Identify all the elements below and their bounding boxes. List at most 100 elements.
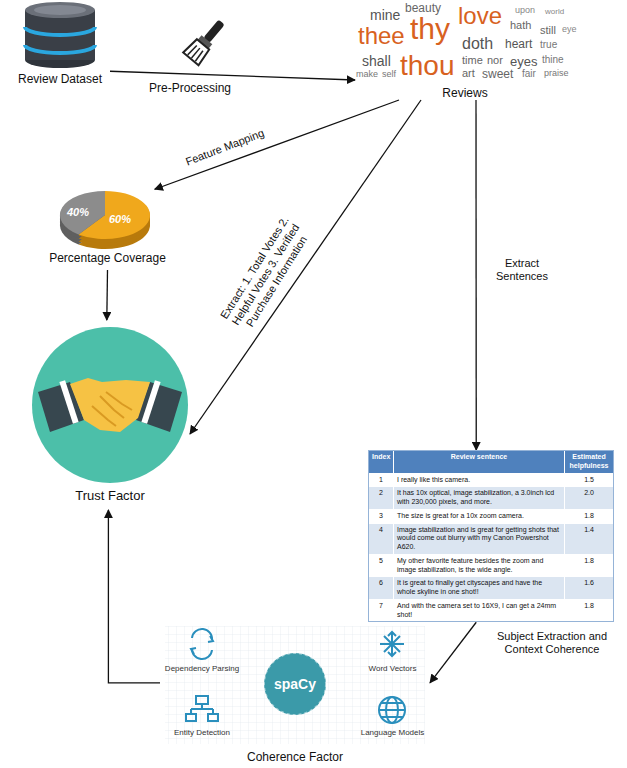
table-cell: 2	[369, 487, 393, 509]
table-cell: Image stabilization and is great for get…	[394, 524, 564, 554]
edge-label: Feature Mapping	[176, 124, 274, 172]
cloud-word: still	[540, 25, 556, 36]
panel-text: Language Models	[355, 728, 430, 738]
handshake-icon	[32, 327, 188, 483]
panel-text: spaCy	[265, 676, 325, 693]
cloud-word: hath	[510, 20, 531, 31]
cloud-word: thine	[542, 55, 564, 65]
cloud-word: thee	[358, 24, 405, 48]
cloud-word: eye	[562, 25, 577, 34]
edge-label: Subject Extraction and Context Coherence	[487, 630, 617, 656]
cloud-word: self	[382, 70, 396, 79]
rect-shape	[141, 380, 160, 424]
cloud-word: world	[545, 8, 564, 16]
figure-node: Review Dataset	[10, 0, 110, 95]
path-shape	[192, 648, 212, 659]
path-shape	[379, 703, 405, 717]
connector-arrow	[106, 270, 108, 320]
path-shape	[380, 632, 404, 656]
polyline-shape	[106, 392, 132, 410]
table-cell: 6	[369, 577, 393, 599]
path-shape	[25, 27, 95, 35]
connector-arrow	[475, 100, 477, 450]
circle-shape	[32, 327, 188, 483]
node-caption: Review Dataset	[18, 72, 102, 86]
path-shape	[388, 632, 396, 656]
panel-text: Dependency Parsing	[162, 664, 242, 674]
connector-arrow	[110, 71, 355, 80]
node-caption: Trust Factor	[75, 488, 145, 503]
database-icon	[25, 2, 95, 68]
cloud-word: praise	[544, 69, 569, 78]
node-caption: Reviews	[442, 86, 487, 100]
table-cell: 1	[369, 474, 393, 487]
path-shape	[183, 38, 211, 65]
rect-shape	[186, 714, 196, 721]
table-cell: 7	[369, 600, 393, 622]
connector-arrow	[108, 510, 160, 683]
cloud-word: heart	[505, 38, 532, 50]
connector-arrow	[430, 622, 476, 683]
table-header: Review sentence	[394, 451, 564, 473]
cloud-word: mine	[370, 8, 400, 22]
connector-arrow	[155, 100, 399, 189]
panel-text: Coherence Factor	[160, 750, 430, 764]
cloud-word: shall	[362, 54, 391, 68]
rect-shape	[59, 380, 78, 424]
path-shape	[208, 636, 213, 642]
edge-label: Extract: 1. Total Votes 2. Helpful Votes…	[209, 201, 322, 349]
path-shape	[191, 648, 196, 654]
table-cell: 2.0	[565, 487, 613, 509]
cloud-word: true	[540, 40, 557, 50]
path-shape	[25, 45, 95, 53]
use-shape	[60, 192, 150, 240]
cloud-word: upon	[515, 6, 535, 15]
node-caption: Percentage Coverage	[49, 251, 166, 265]
table-cell: 4	[369, 524, 393, 554]
table-cell: 1.6	[565, 577, 613, 599]
table-cell: My other favorite feature besides the zo…	[394, 555, 564, 577]
panel-text: Word Vectors	[355, 664, 430, 674]
cloud-word: doth	[462, 36, 493, 52]
figure-node: Trust Factor	[30, 320, 190, 510]
polyline-shape	[100, 396, 124, 418]
table-cell: 1.5	[565, 474, 613, 487]
brush-icon	[183, 16, 229, 66]
pie-chart	[60, 191, 150, 249]
polyline-shape	[92, 406, 116, 426]
polygon-shape	[70, 378, 150, 432]
edge-label: Pre-Processing	[145, 81, 235, 95]
cloud-word: fair	[522, 69, 536, 79]
g-shape	[186, 629, 405, 723]
table-cell: 1.8	[565, 600, 613, 622]
path-shape	[191, 704, 213, 714]
percent-label: 60%	[109, 214, 131, 225]
rect-shape	[208, 714, 218, 721]
percent-label: 40%	[67, 207, 89, 218]
table-header: Estimated helpfulness	[565, 451, 613, 473]
table-cell: 1.8	[565, 555, 613, 577]
table-cell: 1.4	[565, 524, 613, 554]
cloud-word: thou	[400, 52, 455, 80]
panel-text: Entity Detection	[162, 728, 242, 738]
table-cell: And with the camera set to 16X9, I can g…	[394, 600, 564, 622]
table-cell: 5	[369, 555, 393, 577]
table-cell: The size is great for a 10x zoom camera.	[394, 510, 564, 523]
table-cell: I really like this camera.	[394, 474, 564, 487]
cloud-word: sweet	[482, 68, 513, 80]
edge-label: Extract Sentences	[485, 257, 560, 283]
spacy-panel	[165, 626, 425, 744]
ellipse-shape	[25, 2, 95, 18]
circle-shape	[264, 653, 326, 715]
circle-shape	[379, 697, 405, 723]
path-shape	[192, 629, 212, 640]
cloud-word: make	[356, 70, 378, 79]
cloud-word: thy	[410, 14, 450, 44]
table-cell: It has 10x optical, image stabilization,…	[394, 487, 564, 509]
figure-node: Percentage Coverage	[40, 185, 175, 270]
coherence-panel: spaCy Dependency Parsing Word VectorsEntit…	[160, 626, 430, 768]
cloud-word: art	[462, 68, 475, 79]
table-header: Index	[369, 451, 393, 473]
cloud-word: eyes	[510, 55, 537, 68]
data-table: IndexReview sentenceEstimated helpfulnes…	[368, 450, 614, 622]
